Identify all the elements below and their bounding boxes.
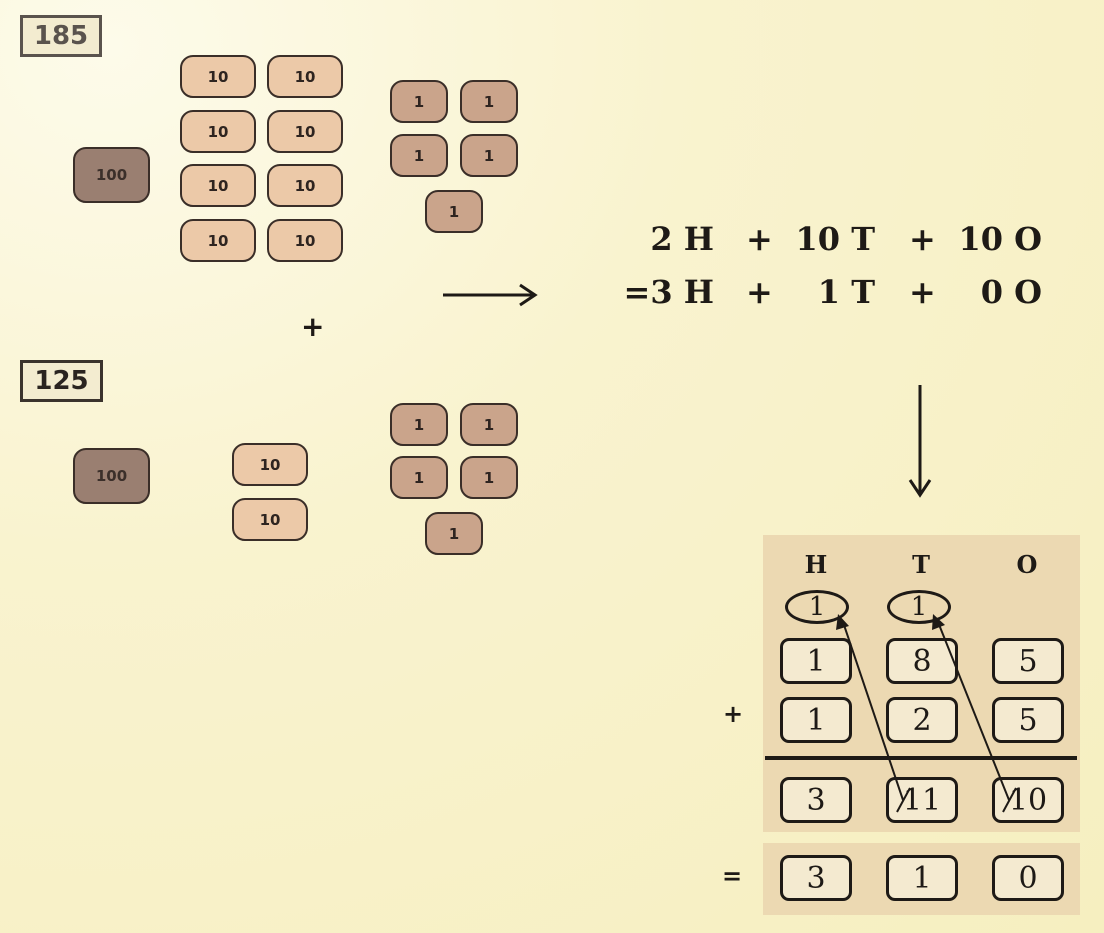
carry-tens: 1 [887, 590, 951, 624]
cell: 2 [886, 697, 958, 743]
hundred-tile: 100 [73, 147, 150, 203]
carry-arrow-tens [842, 621, 904, 801]
plus-sign: + [301, 310, 325, 343]
equals-sign: = [722, 862, 743, 890]
ten-tile: 10 [232, 443, 308, 486]
one-tile: 1 [390, 403, 448, 446]
ten-tile: 10 [180, 55, 256, 98]
number-label-125: 125 [20, 360, 103, 402]
ten-tile: 10 [180, 164, 256, 207]
arrowhead-icon [836, 614, 849, 630]
header-hundreds: H [804, 550, 828, 579]
strike-mark [896, 787, 911, 813]
eq-hundreds: =3 H [623, 273, 714, 311]
ten-tile: 10 [232, 498, 308, 541]
carry-arrow-ones [937, 621, 1010, 801]
header-tens: T [912, 550, 930, 579]
one-tile: 1 [390, 80, 448, 123]
down-arrow-icon [908, 385, 932, 498]
cell: 5 [992, 638, 1064, 684]
strike-mark [1002, 787, 1017, 813]
cell: 8 [886, 638, 958, 684]
hundred-tile: 100 [73, 448, 150, 504]
one-tile: 1 [460, 456, 518, 499]
eq-plus: + [746, 273, 773, 311]
result-cell: 1 [886, 855, 958, 901]
header-ones: O [1016, 550, 1038, 579]
one-tile: 1 [390, 134, 448, 177]
ten-tile: 10 [180, 219, 256, 262]
cell: 5 [992, 697, 1064, 743]
eq-plus: + [909, 220, 936, 258]
ten-tile: 10 [267, 55, 343, 98]
number-label-185: 185 [20, 15, 102, 57]
eq-tens: 10 T [795, 220, 875, 258]
cell: 1 [780, 697, 852, 743]
cell: 1 [780, 638, 852, 684]
result-cell: 0 [992, 855, 1064, 901]
one-tile: 1 [390, 456, 448, 499]
eq-plus: + [909, 273, 936, 311]
cell: 3 [780, 777, 852, 823]
ten-tile: 10 [267, 110, 343, 153]
ten-tile: 10 [267, 219, 343, 262]
one-tile: 1 [460, 403, 518, 446]
result-cell: 3 [780, 855, 852, 901]
eq-hundreds: 2 H [650, 220, 714, 258]
one-tile: 1 [425, 190, 483, 233]
plus-sign: + [723, 700, 744, 728]
eq-ones: 10 O [958, 220, 1042, 258]
ten-tile: 10 [180, 110, 256, 153]
one-tile: 1 [425, 512, 483, 555]
one-tile: 1 [460, 80, 518, 123]
ten-tile: 10 [267, 164, 343, 207]
right-arrow-icon [443, 283, 538, 307]
sum-line [765, 756, 1077, 760]
one-tile: 1 [460, 134, 518, 177]
eq-plus: + [746, 220, 773, 258]
carry-hundreds: 1 [785, 590, 849, 624]
arrowhead-icon [932, 614, 945, 630]
eq-tens: 1 T [817, 273, 875, 311]
eq-ones: 0 O [980, 273, 1042, 311]
